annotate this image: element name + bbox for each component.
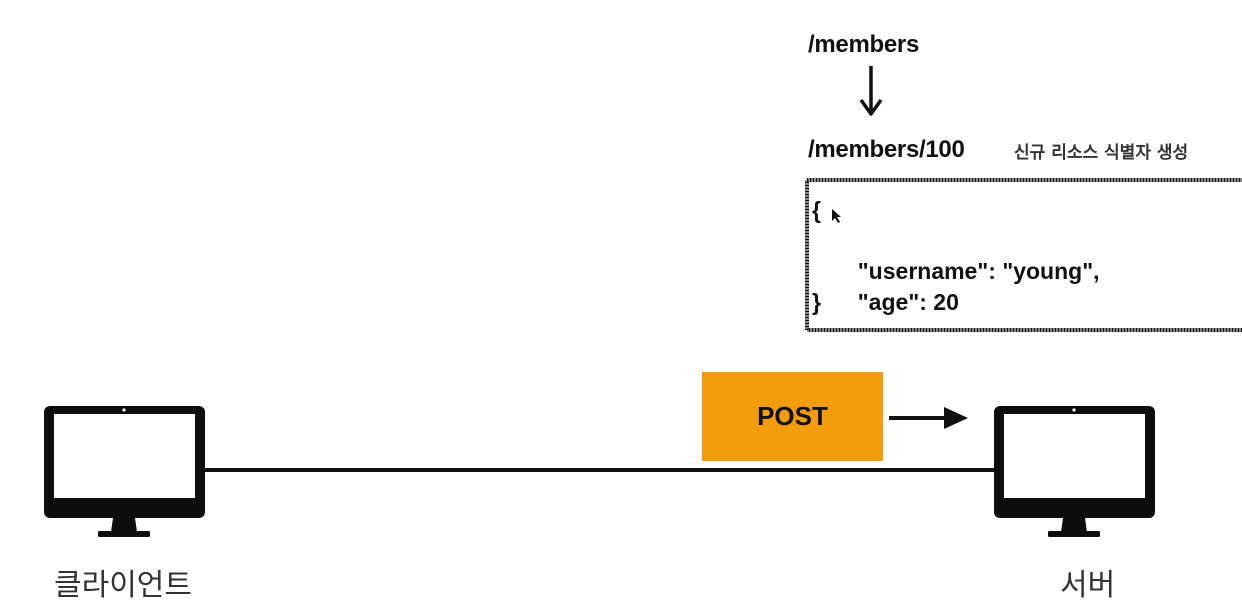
post-method-box: POST — [702, 372, 883, 461]
server-label: 서버 — [1060, 568, 1116, 603]
down-arrow-icon — [859, 66, 883, 116]
cursor-icon — [832, 209, 841, 223]
client-monitor-icon — [44, 406, 205, 537]
json-value-username: "young", — [1002, 258, 1100, 284]
json-body-box — [805, 178, 1242, 332]
json-open-brace: { — [812, 197, 821, 223]
post-method-label: POST — [757, 401, 828, 431]
collection-path: /members — [808, 31, 919, 58]
json-key-age: "age": — [857, 289, 934, 315]
json-key-username: "username": — [857, 258, 1003, 284]
json-value-age: 20 — [933, 289, 959, 315]
client-label: 클라이언트 — [54, 568, 192, 603]
right-arrow-icon — [889, 407, 968, 429]
server-monitor-icon — [994, 406, 1155, 537]
json-line-age: "age": 20 — [845, 257, 959, 317]
json-line-username: "username": "young", — [845, 226, 1100, 286]
created-resource-path: /members/100 — [808, 136, 965, 163]
created-resource-note: 신규 리소스 식별자 생성 — [1014, 143, 1189, 163]
json-close-brace: } — [812, 289, 821, 315]
